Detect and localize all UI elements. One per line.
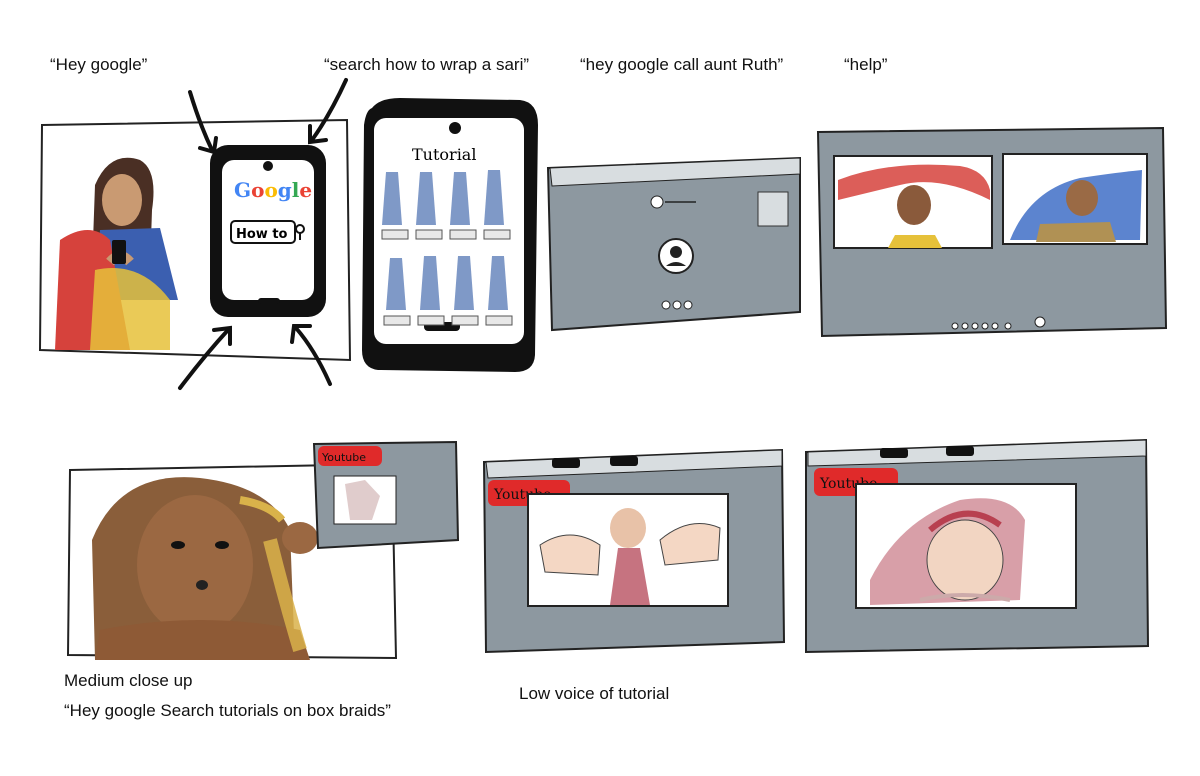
youtube-text-1: Youtube: [321, 451, 366, 464]
panel-google-phone: Google How to: [178, 78, 348, 390]
caption-medium-close-up: Medium close up: [64, 671, 193, 690]
how-to-text: How to: [236, 227, 288, 242]
caption-help: “help”: [844, 55, 888, 74]
panel-tutorial-phone: Tutorial: [362, 98, 538, 372]
google-logo-text: Google: [234, 178, 312, 202]
caption-search-box-braids: “Hey google Search tutorials on box brai…: [64, 701, 391, 720]
caption-search-sari: “search how to wrap a sari”: [324, 55, 530, 74]
arrow-icon: [178, 78, 348, 390]
tutorial-text: Tutorial: [412, 145, 476, 164]
panel-call-screen: [546, 156, 801, 332]
caption-hey-google: “Hey google”: [50, 55, 148, 74]
caption-call-ruth: “hey google call aunt Ruth”: [580, 55, 784, 74]
panel-braiding-closeup: Youtube: [66, 440, 460, 660]
caption-low-voice: Low voice of tutorial: [519, 684, 670, 703]
panel-youtube-braids: Youtube: [805, 438, 1150, 654]
panel-video-call: [816, 126, 1168, 338]
panel-youtube-tutorial: Youtube: [482, 448, 786, 654]
